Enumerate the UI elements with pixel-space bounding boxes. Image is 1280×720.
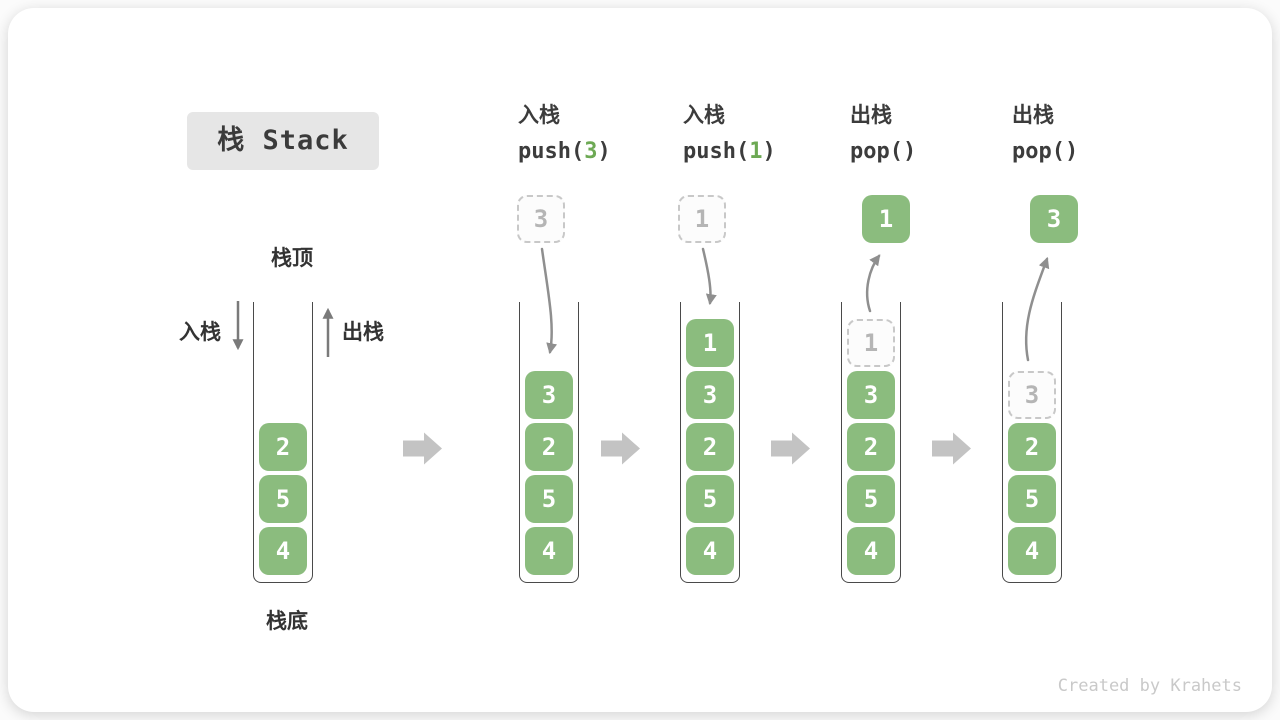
- ghost-item: 1: [847, 319, 895, 367]
- popped-item-1: 1: [862, 195, 910, 243]
- column-header-code: pop(): [850, 139, 916, 165]
- column-header-pop-1: 出栈 pop(): [850, 102, 916, 165]
- stack-item: 2: [686, 423, 734, 471]
- stack-item: 5: [686, 475, 734, 523]
- column-header-push-3: 入栈 push(3): [518, 102, 611, 165]
- code-arg: 1: [749, 139, 763, 164]
- stack-item: 2: [1008, 423, 1056, 471]
- stack-item: 5: [1008, 475, 1056, 523]
- column-header-label: 出栈: [850, 103, 892, 127]
- watermark-credit: Created by Krahets: [1057, 676, 1242, 696]
- stack-bottom-label: 栈底: [266, 609, 308, 633]
- stack-top-label: 栈顶: [271, 246, 313, 270]
- stack-item: 4: [525, 527, 573, 575]
- stack-item: 2: [525, 423, 573, 471]
- stack-item: 5: [259, 475, 307, 523]
- stack-item: 3: [525, 371, 573, 419]
- push-direction-label: 入栈: [179, 320, 221, 344]
- column-header-code: push(1): [683, 139, 776, 165]
- column-header-label: 入栈: [683, 103, 725, 127]
- stack-item: 3: [847, 371, 895, 419]
- column-header-pop-2: 出栈 pop(): [1012, 102, 1078, 165]
- code-text: push(: [518, 139, 585, 164]
- stack-item: 4: [686, 527, 734, 575]
- stack-item: 5: [847, 475, 895, 523]
- code-text: ): [1064, 139, 1079, 164]
- column-header-push-1: 入栈 push(1): [683, 102, 776, 165]
- stack-item: 4: [259, 527, 307, 575]
- column-header-label: 出栈: [1012, 103, 1054, 127]
- stack-item: 4: [847, 527, 895, 575]
- stack-item: 2: [847, 423, 895, 471]
- column-header-code: pop(): [1012, 139, 1078, 165]
- code-text: pop(: [1012, 139, 1065, 164]
- code-arg: 3: [584, 139, 598, 164]
- code-text: ): [762, 139, 776, 164]
- code-text: pop(: [850, 139, 903, 164]
- incoming-item-3: 3: [517, 195, 565, 243]
- ghost-item: 3: [1008, 371, 1056, 419]
- stack-item: 5: [525, 475, 573, 523]
- popped-item-3: 3: [1030, 195, 1078, 243]
- pop-direction-label: 出栈: [342, 320, 384, 344]
- code-text: push(: [683, 139, 750, 164]
- incoming-item-1: 1: [678, 195, 726, 243]
- code-text: ): [597, 139, 611, 164]
- stack-item: 3: [686, 371, 734, 419]
- title-badge: 栈 Stack: [187, 112, 379, 170]
- stack-item: 4: [1008, 527, 1056, 575]
- stack-item: 1: [686, 319, 734, 367]
- stack-item: 2: [259, 423, 307, 471]
- column-header-label: 入栈: [518, 103, 560, 127]
- column-header-code: push(3): [518, 139, 611, 165]
- code-text: ): [902, 139, 917, 164]
